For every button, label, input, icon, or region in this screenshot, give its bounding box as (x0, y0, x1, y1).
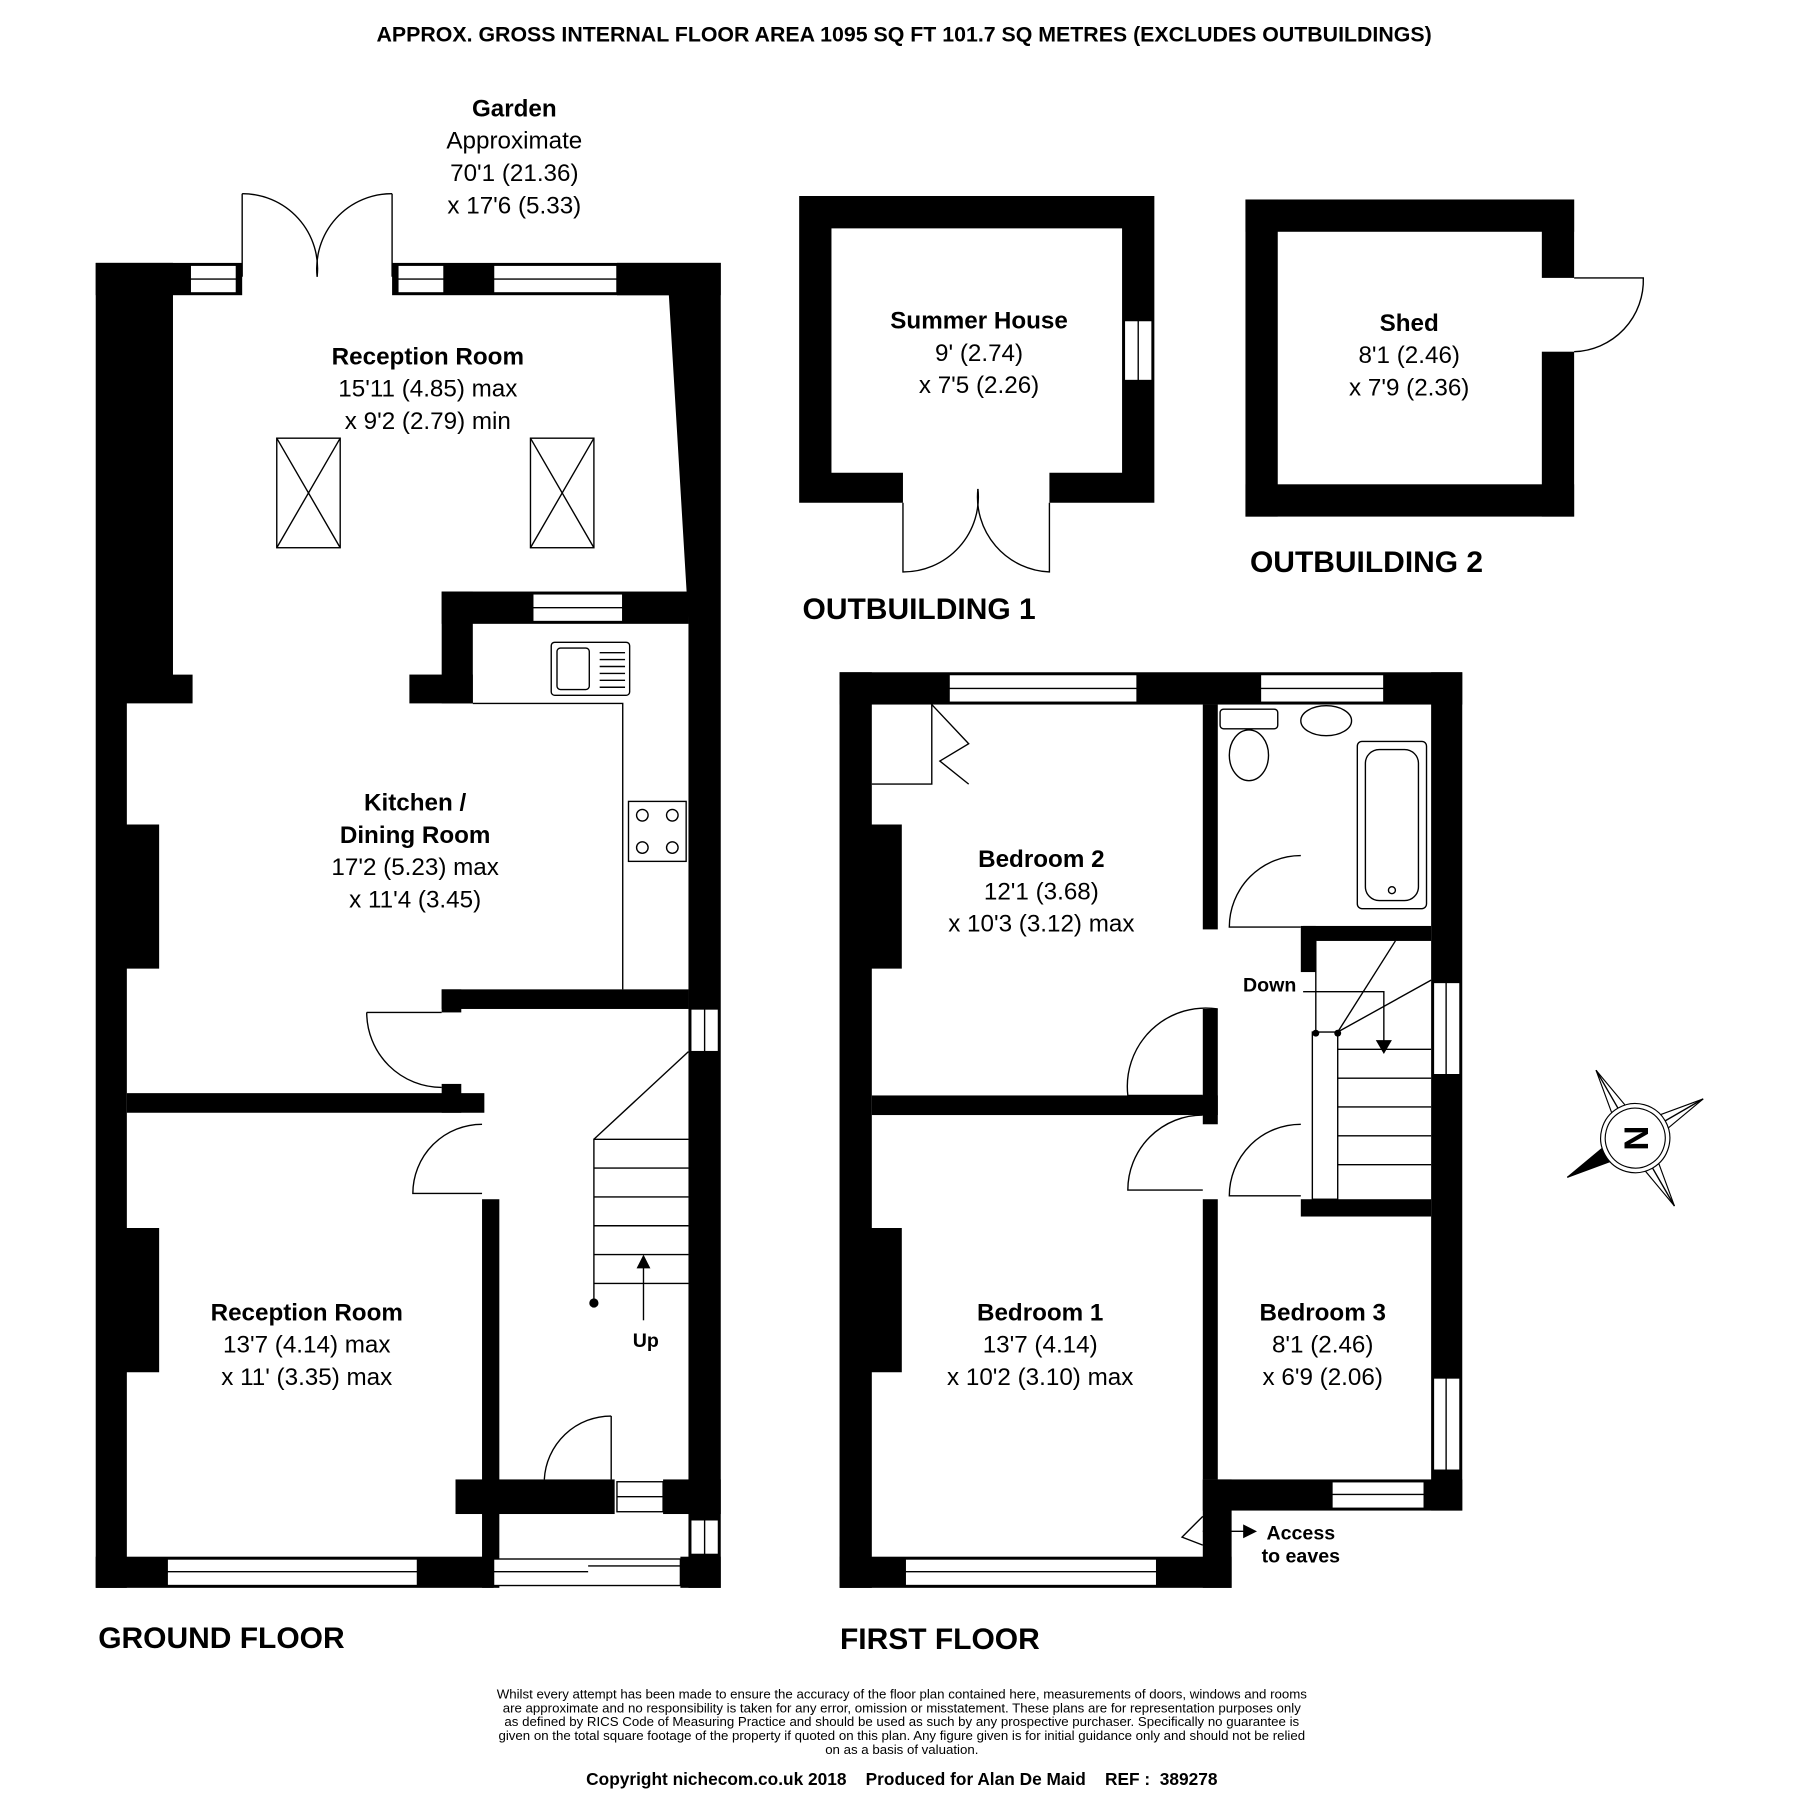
svg-text:to eaves: to eaves (1262, 1545, 1341, 1567)
copyright: Copyright nichecom.co.uk 2018 Produced f… (586, 1769, 1218, 1789)
svg-text:12'1 (3.68): 12'1 (3.68) (984, 878, 1099, 905)
svg-text:x 7'9 (2.36): x 7'9 (2.36) (1349, 375, 1469, 402)
svg-text:Bedroom 2: Bedroom 2 (978, 846, 1104, 873)
svg-text:Kitchen /: Kitchen / (364, 790, 466, 817)
svg-text:x 11' (3.35) max: x 11' (3.35) max (221, 1364, 392, 1391)
svg-text:given on the total square foot: given on the total square footage of the… (498, 1728, 1305, 1743)
ground-floor-doors (241, 193, 612, 1480)
svg-text:x 9'2 (2.79) min: x 9'2 (2.79) min (345, 408, 511, 435)
svg-text:Shed: Shed (1380, 310, 1439, 337)
svg-text:Reception Room: Reception Room (332, 343, 524, 370)
outbuilding-1-title: OUTBUILDING 1 (803, 593, 1036, 626)
svg-text:Summer House: Summer House (890, 308, 1068, 335)
svg-text:as defined by RICS Code of Mea: as defined by RICS Code of Measuring Pra… (504, 1714, 1299, 1729)
first-floor-fixtures (1219, 705, 1432, 1200)
svg-text:Bedroom 3: Bedroom 3 (1260, 1299, 1386, 1326)
svg-text:Whilst every attempt has been: Whilst every attempt has been made to en… (497, 1687, 1308, 1702)
svg-text:70'1 (21.36): 70'1 (21.36) (450, 160, 578, 187)
svg-text:Bedroom 1: Bedroom 1 (977, 1299, 1103, 1326)
ground-floor-walls (95, 262, 721, 1588)
compass-icon: N (1566, 1069, 1704, 1207)
outbuilding-2-title: OUTBUILDING 2 (1250, 546, 1483, 579)
ground-floor-title: GROUND FLOOR (98, 1622, 345, 1655)
svg-text:15'11 (4.85) max: 15'11 (4.85) max (338, 376, 517, 403)
first-floor-title: FIRST FLOOR (840, 1623, 1040, 1656)
svg-text:x 6'9 (2.06): x 6'9 (2.06) (1263, 1364, 1383, 1391)
svg-text:Approximate: Approximate (446, 128, 582, 155)
svg-text:x 7'5 (2.26): x 7'5 (2.26) (919, 372, 1039, 399)
svg-text:Reception Room: Reception Room (211, 1299, 403, 1326)
svg-text:Garden: Garden (472, 95, 557, 122)
ground-floor-fixtures (276, 437, 689, 1321)
svg-text:on as a basis of valuation.: on as a basis of valuation. (825, 1742, 978, 1757)
first-floor-labels: Bedroom 2 12'1 (3.68) x 10'3 (3.12) max … (947, 846, 1386, 1567)
svg-text:Dining Room: Dining Room (340, 822, 491, 849)
first-floor-walls (839, 672, 1463, 1588)
svg-text:x 17'6 (5.33): x 17'6 (5.33) (447, 192, 581, 219)
compass-letter: N (1618, 1126, 1656, 1151)
first-floor-doors (871, 704, 1301, 1546)
ground-floor-labels: Reception Room 15'11 (4.85) max x 9'2 (2… (211, 343, 659, 1390)
svg-text:8'1 (2.46): 8'1 (2.46) (1358, 342, 1460, 369)
svg-text:17'2 (5.23) max: 17'2 (5.23) max (331, 854, 498, 881)
first-floor-windows (904, 673, 1461, 1587)
outbuilding-2: Shed 8'1 (2.46) x 7'9 (2.36) (1245, 199, 1645, 517)
svg-text:Down: Down (1243, 975, 1296, 997)
svg-text:Up: Up (633, 1330, 659, 1352)
svg-text:13'7 (4.14) max: 13'7 (4.14) max (223, 1332, 390, 1359)
svg-text:13'7 (4.14): 13'7 (4.14) (983, 1332, 1098, 1359)
svg-text:x 10'3 (3.12) max: x 10'3 (3.12) max (948, 911, 1134, 938)
svg-text:x 10'2 (3.10) max: x 10'2 (3.10) max (947, 1364, 1133, 1391)
garden-label: Garden Approximate 70'1 (21.36) x 17'6 (… (446, 95, 582, 219)
svg-text:8'1 (2.46): 8'1 (2.46) (1272, 1332, 1374, 1359)
area-header: APPROX. GROSS INTERNAL FLOOR AREA 1095 S… (377, 23, 1432, 47)
svg-text:x 11'4 (3.45): x 11'4 (3.45) (349, 886, 481, 913)
svg-text:Access: Access (1266, 1522, 1335, 1544)
svg-text:are approximate and no respons: are approximate and no responsibility is… (503, 1700, 1302, 1715)
svg-text:9' (2.74): 9' (2.74) (935, 340, 1023, 367)
ground-floor-windows (166, 264, 720, 1587)
outbuilding-1: Summer House 9' (2.74) x 7'5 (2.26) (799, 196, 1155, 573)
disclaimer: Whilst every attempt has been made to en… (497, 1687, 1308, 1757)
